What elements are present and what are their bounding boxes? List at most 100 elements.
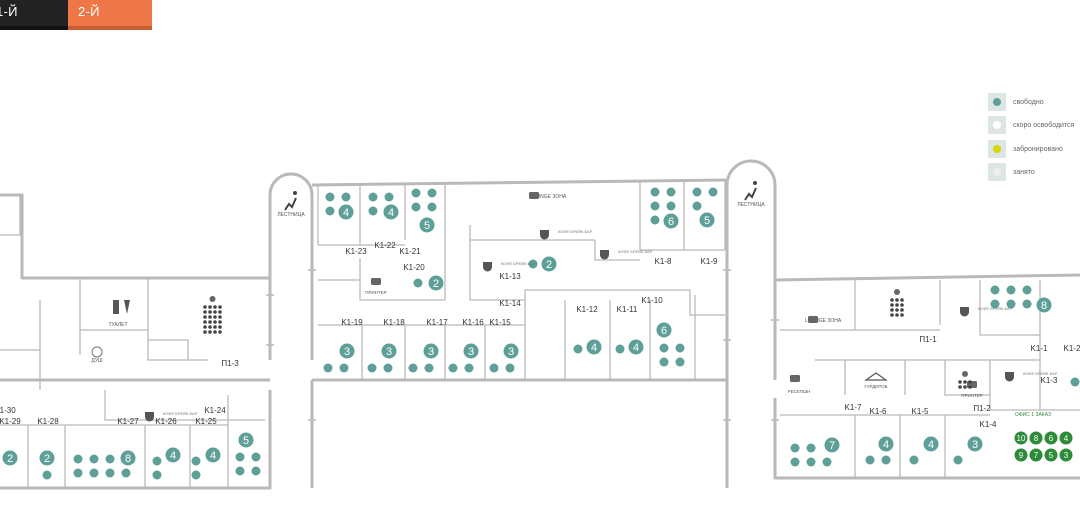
room-k1-11-badge (628, 339, 644, 355)
seat-k1-7-4 (822, 457, 832, 467)
room-k1-9-badge (699, 212, 715, 228)
seat-k1-21-0 (411, 188, 421, 198)
seat-k1-8-2 (650, 201, 660, 211)
seat-k1-23-1 (341, 192, 351, 202)
seat-k1-10-0 (659, 343, 669, 353)
meeting-table-left-head (209, 296, 216, 302)
room-k1-20-badge-label: 2 (433, 278, 439, 290)
right-wing-top-wall (774, 273, 1080, 282)
meeting-table-right-dot (895, 308, 899, 312)
room-k1-27-badge (120, 450, 136, 466)
seat-k1-1-4 (1006, 299, 1016, 309)
room-k1-27-badge-label: 8 (125, 453, 131, 465)
meeting-table-right-dot (900, 303, 904, 307)
coffee-label-3: КОФЕ БРЕЙК БАР (1023, 371, 1058, 376)
seat-k1-9-1 (708, 187, 718, 197)
top-wall-center (311, 178, 728, 187)
room-k1-16-badge (463, 343, 479, 359)
tab-floor-2[interactable]: 2-Й ЭТАЖ (68, 0, 152, 43)
stairs-icon-head-right (753, 181, 757, 185)
lounge-label-right: LOUNGE ЗОНА (805, 318, 842, 324)
meeting-table-left-dot (203, 330, 207, 334)
seat-k1-10-3 (675, 357, 685, 367)
seat-k1-19-0 (323, 363, 333, 373)
k113-box (469, 225, 525, 301)
room-label-k1-24: K1-24 (204, 406, 226, 415)
seat-k1-27-5 (105, 468, 115, 478)
meeting-table-left-dot (208, 330, 212, 334)
seat-k1-24-3 (251, 466, 261, 476)
coffee-icon-0 (540, 230, 549, 240)
left-wing-top-wall (0, 193, 270, 280)
room-k1-13-badge-label: 2 (546, 259, 552, 271)
meet2-div (944, 360, 990, 396)
seat-k1-3-0 (1070, 377, 1080, 387)
stairs-icon-head-left (293, 191, 297, 195)
seat-k1-19-1 (339, 363, 349, 373)
room-label-k1-14: K1-14 (499, 299, 521, 308)
wardrobe-icon (864, 372, 888, 381)
office-seat-6 (1044, 448, 1058, 462)
meeting-table-left-dot (213, 330, 217, 334)
lounge-icon-center (529, 192, 539, 199)
seat-k1-8-1 (666, 187, 676, 197)
room-label-k1-12: K1-12 (576, 305, 598, 314)
legend-soon-label: скоро освободится (1013, 121, 1075, 129)
meeting-table-right-2-dot (968, 385, 972, 389)
zone-label-p1-1: П1-1 (919, 335, 937, 344)
office-seat-5 (1029, 448, 1043, 462)
office-seat-label-3: 4 (1064, 434, 1069, 443)
meeting-table-right-2-dot (963, 385, 967, 389)
seat-k1-28-0 (42, 470, 52, 480)
room-k1-4-badge (967, 436, 983, 452)
room-k1-12-badge (586, 339, 602, 355)
seat-k1-27-0 (73, 454, 83, 464)
room-k1-19-badge (339, 343, 355, 359)
meeting-table-left-dot (218, 330, 222, 334)
meeting-table-right-dot (895, 303, 899, 307)
meeting-table-left-dot (218, 315, 222, 319)
legend-free-label: свободно (1013, 98, 1044, 106)
seat-k1-16-1 (464, 363, 474, 373)
seat-k1-26-1 (152, 470, 162, 480)
seat-k1-5-0 (909, 455, 919, 465)
seat-k1-27-6 (121, 468, 131, 478)
room-k1-4-badge-label: 3 (972, 439, 978, 451)
meeting-table-right-dot (890, 313, 894, 317)
room-k1-24-badge-label: 5 (243, 435, 249, 447)
office-seat-label-2: 6 (1049, 434, 1054, 443)
seat-k1-7-2 (790, 457, 800, 467)
room-k1-18-badge-label: 3 (386, 346, 392, 358)
seat-k1-18-1 (383, 363, 393, 373)
seat-k1-1-2 (1022, 285, 1032, 295)
seat-k1-12-0 (573, 344, 583, 354)
printer-label-0: ПРИНТЕР (365, 290, 386, 295)
seat-k1-23-2 (325, 206, 335, 216)
legend-soon-swatch (993, 121, 1001, 129)
room-k1-7-badge-label: 7 (829, 440, 835, 452)
shower-label: ДУШ (91, 358, 103, 364)
tab-floor-1[interactable]: 1-Й ЭТАЖ (0, 0, 68, 43)
printer-label-1: ПРИНТЕР (961, 393, 982, 398)
room-label-k1-7: K1-7 (845, 403, 862, 412)
meeting-table-left-dot (208, 310, 212, 314)
legend-item-soon: скоро освободится (988, 115, 1074, 135)
room-label-k1-15: K1-15 (489, 318, 511, 327)
room-k1-15-badge-label: 3 (508, 346, 514, 358)
room-k1-11-badge-label: 4 (633, 342, 639, 354)
room-k1-16-badge-label: 3 (468, 346, 474, 358)
lounge-icon-right (808, 316, 818, 323)
meeting-table-left-dot (203, 310, 207, 314)
seat-k1-25-1 (191, 470, 201, 480)
room-k1-6-badge (878, 436, 894, 452)
office-seat-label-4: 9 (1019, 451, 1024, 460)
office-seat-0 (1014, 431, 1028, 445)
seat-k1-27-4 (89, 468, 99, 478)
meeting-table-left-dot (208, 320, 212, 324)
printer-icon-0 (371, 278, 381, 285)
seat-k1-10-1 (675, 343, 685, 353)
zone-label-p1-2: П1-2 (973, 404, 991, 413)
room-k1-15-badge (503, 343, 519, 359)
room-label-k1-19: K1-19 (341, 318, 363, 327)
meeting-table-right-2-head (962, 371, 968, 377)
